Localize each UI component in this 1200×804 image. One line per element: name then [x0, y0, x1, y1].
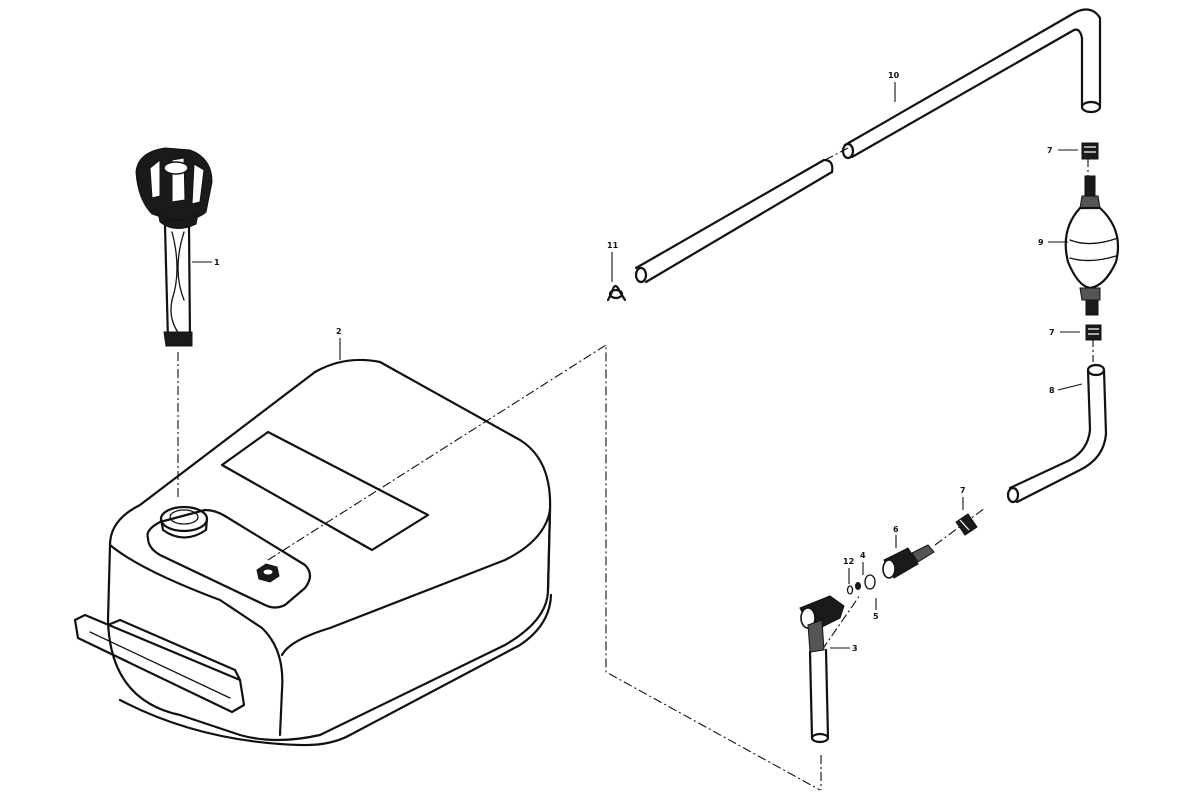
callout-7-upper: 7 [1047, 146, 1053, 155]
callout-12: 12 [843, 557, 854, 566]
hose-clamp [606, 284, 627, 302]
callout-10: 10 [888, 71, 900, 80]
hose-clamp-lower [955, 513, 978, 536]
quick-connector [882, 544, 935, 579]
callout-1: 1 [214, 258, 220, 267]
callout-6: 6 [893, 525, 899, 534]
callout-11: 11 [607, 241, 619, 250]
fuel-hose-short [1006, 363, 1108, 504]
hose-clamp-middle [1085, 324, 1102, 341]
callout-3: 3 [852, 644, 858, 653]
callout-labels: 1 2 3 4 5 6 7 7 7 8 9 10 11 12 [214, 71, 1055, 653]
callout-7-lower: 7 [960, 486, 966, 495]
fuel-hose-long [634, 8, 1102, 284]
callout-7-middle: 7 [1049, 328, 1055, 337]
assembly-guide-lines [177, 147, 1094, 791]
callout-8: 8 [1049, 386, 1055, 395]
callout-2: 2 [336, 327, 342, 336]
o-ring [864, 574, 876, 590]
primer-bulb [1064, 175, 1120, 316]
callout-leaders [192, 82, 1083, 649]
callout-9: 9 [1038, 238, 1044, 247]
small-ring [846, 585, 854, 595]
fuel-gauge-cap [135, 147, 213, 347]
hose-clamp-upper [1081, 142, 1099, 160]
fuel-tank [73, 358, 553, 747]
callout-4: 4 [860, 551, 866, 560]
elbow-fitting-pickup-tube [799, 595, 845, 744]
seal-washer [855, 582, 861, 590]
callout-5: 5 [873, 612, 879, 621]
